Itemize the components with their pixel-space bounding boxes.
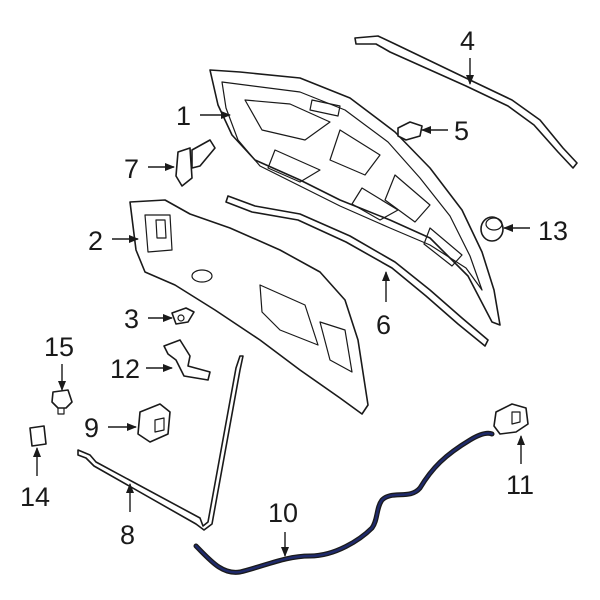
part-4-weatherstrip bbox=[354, 35, 578, 169]
part-3-retainer bbox=[171, 307, 195, 325]
part-2-insulator bbox=[129, 199, 369, 415]
callout-6: 6 bbox=[376, 310, 391, 340]
part-15-grommet bbox=[51, 389, 73, 415]
part-10-release-cable bbox=[193, 430, 495, 575]
callout-7: 7 bbox=[124, 154, 139, 184]
callout-13: 13 bbox=[538, 216, 568, 246]
callout-1: 1 bbox=[176, 101, 191, 131]
callout-5: 5 bbox=[454, 116, 469, 146]
callout-14: 14 bbox=[20, 482, 50, 512]
callout-4: 4 bbox=[460, 26, 475, 56]
part-11-handle bbox=[493, 403, 529, 435]
callout-12: 12 bbox=[110, 354, 140, 384]
callout-2: 2 bbox=[88, 226, 103, 256]
part-13-bumper bbox=[480, 216, 504, 242]
part-6-hood-seal bbox=[225, 195, 489, 347]
callout-8: 8 bbox=[120, 520, 135, 550]
part-1-hood bbox=[209, 69, 501, 326]
part-9-latch bbox=[137, 403, 171, 443]
callout-10: 10 bbox=[268, 498, 298, 528]
part-14-cap bbox=[29, 425, 47, 447]
part-7-hinge bbox=[175, 139, 216, 187]
callout-9: 9 bbox=[84, 413, 99, 443]
callout-15: 15 bbox=[44, 332, 74, 362]
callout-3: 3 bbox=[124, 304, 139, 334]
part-12-bracket bbox=[163, 339, 211, 381]
callout-11: 11 bbox=[506, 470, 534, 500]
part-8-prop-rod bbox=[77, 355, 244, 531]
part-5-clip bbox=[397, 121, 423, 141]
